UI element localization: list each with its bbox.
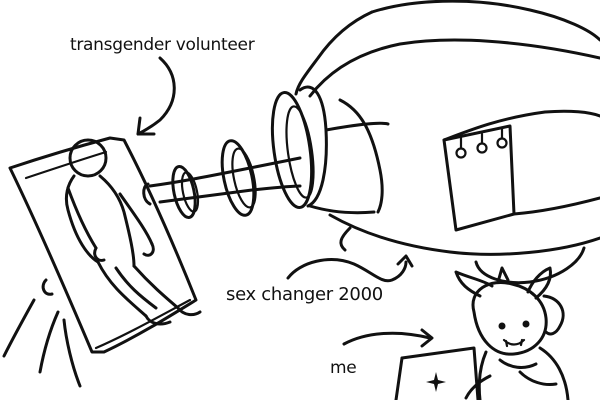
sex-changer-machine	[294, 0, 600, 285]
me-eye	[522, 320, 530, 328]
barrel-ring	[171, 164, 197, 220]
label-me: me	[330, 358, 357, 378]
star-icon	[426, 372, 446, 392]
me-head	[471, 281, 548, 356]
arrow-to-me	[342, 328, 434, 348]
label-sex-changer-2000: sex changer 2000	[226, 284, 383, 305]
arrow-to-volunteer	[136, 56, 176, 136]
arrow-to-machine	[286, 254, 414, 283]
me-character	[454, 266, 570, 400]
barrel-ring	[270, 91, 314, 209]
me-laptop	[394, 346, 480, 400]
machine-knob	[476, 142, 488, 154]
machine-knob	[496, 137, 508, 149]
me-eye	[498, 322, 506, 330]
label-transgender-volunteer: transgender volunteer	[70, 35, 255, 55]
barrel-ring	[220, 139, 256, 217]
volunteer-head	[68, 138, 108, 178]
volunteer-figure	[64, 138, 202, 326]
machine-knob	[455, 147, 467, 159]
